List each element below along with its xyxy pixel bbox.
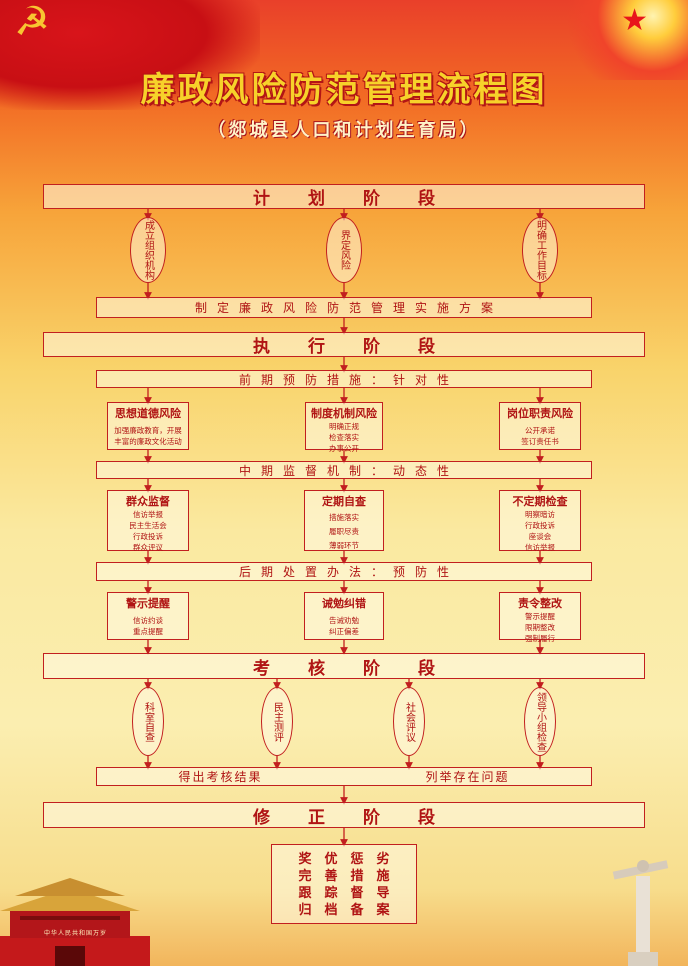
huabiao-pillar-image [608, 856, 678, 966]
card-line: 行政投诉 [500, 520, 580, 531]
card-line: 群众评议 [108, 542, 188, 553]
assess-oval-3-label: 社会评议 [404, 702, 415, 742]
card-title: 岗位职责风险 [500, 405, 580, 421]
stage-revise: 修正阶段 [43, 802, 645, 828]
pre-card-3: 岗位职责风险 公开承诺 签订责任书 [499, 402, 581, 450]
stage-assess: 考核阶段 [43, 653, 645, 679]
card-line: 行政投诉 [108, 531, 188, 542]
assess-result-right: 列举存在问题 [425, 768, 509, 785]
final-actions-box: 奖优惩劣 完善措施 跟踪督导 归档备案 [271, 844, 417, 924]
card-title: 警示提醒 [108, 595, 188, 611]
card-title: 不定期检查 [500, 493, 580, 509]
mid-bar: 中期监督机制：动态性 [96, 461, 592, 479]
assess-oval-2: 民主测评 [261, 687, 293, 756]
card-line: 丰富的廉政文化活动 [108, 436, 188, 447]
card-title: 制度机制风险 [306, 405, 382, 421]
assess-oval-3: 社会评议 [393, 687, 425, 756]
plan-oval-3-label: 明确工作目标 [535, 220, 546, 280]
pre-bar: 前期预防措施：针对性 [96, 370, 592, 388]
assess-result-left: 得出考核结果 [178, 768, 262, 785]
mid-card-3: 不定期检查 明察暗访 行政投诉 座谈会 信访举报 [499, 490, 581, 551]
card-line: 信访举报 [108, 509, 188, 520]
card-line: 办事公开 [306, 443, 382, 454]
final-line-2: 完善措施 [285, 868, 416, 885]
plan-oval-2: 界定风险 [326, 217, 362, 283]
final-line-4: 归档备案 [285, 902, 416, 919]
post-card-2: 诫勉纠错 告诫劝勉 纠正偏差 [304, 592, 384, 640]
mid-card-1: 群众监督 信访举报 民主生活会 行政投诉 群众评议 [107, 490, 189, 551]
post-card-1: 警示提醒 信访约谈 重点提醒 [107, 592, 189, 640]
card-line: 座谈会 [500, 531, 580, 542]
card-line: 信访举报 [500, 542, 580, 553]
final-line-1: 奖优惩劣 [285, 851, 416, 868]
final-line-3: 跟踪督导 [285, 885, 416, 902]
card-line: 强制履行 [500, 633, 580, 644]
assess-oval-2-label: 民主测评 [272, 702, 283, 742]
assess-oval-1: 科室自查 [132, 687, 164, 756]
tiananmen-gate-image [0, 866, 150, 966]
gate-caption: 中华人民共和国万岁 [44, 928, 107, 937]
stage-execute: 执行阶段 [43, 332, 645, 357]
plan-result-bar: 制定廉政风险防范管理实施方案 [96, 297, 592, 318]
plan-oval-2-label: 界定风险 [339, 230, 350, 270]
post-card-3: 责令整改 警示提醒 限期整改 强制履行 [499, 592, 581, 640]
card-line: 检查落实 [306, 432, 382, 443]
mid-card-2: 定期自查 措施落实 履职尽责 薄弱环节 [304, 490, 384, 551]
stage-plan: 计划阶段 [43, 184, 645, 209]
card-title: 诫勉纠错 [305, 595, 383, 611]
card-line: 加强廉政教育，开展 [108, 425, 188, 436]
card-line: 公开承诺 [500, 425, 580, 436]
card-line: 纠正偏差 [305, 626, 383, 637]
card-line: 签订责任书 [500, 436, 580, 447]
assess-oval-4: 领导小组检查 [524, 687, 556, 756]
card-title: 群众监督 [108, 493, 188, 509]
card-line: 警示提醒 [500, 611, 580, 622]
pre-card-2: 制度机制风险 明确正规 检查落实 办事公开 [305, 402, 383, 450]
card-title: 责令整改 [500, 595, 580, 611]
card-title: 定期自查 [305, 493, 383, 509]
card-line: 民主生活会 [108, 520, 188, 531]
plan-oval-1-label: 成立组织机构 [143, 220, 154, 280]
card-line: 薄弱环节 [305, 540, 383, 551]
card-line: 重点提醒 [108, 626, 188, 637]
card-line: 限期整改 [500, 622, 580, 633]
card-line: 措施落实 [305, 512, 383, 523]
assess-oval-4-label: 领导小组检查 [535, 692, 546, 752]
card-line: 告诫劝勉 [305, 615, 383, 626]
card-line: 明察暗访 [500, 509, 580, 520]
card-line: 履职尽责 [305, 526, 383, 537]
card-line: 信访约谈 [108, 615, 188, 626]
plan-oval-1: 成立组织机构 [130, 217, 166, 283]
plan-oval-3: 明确工作目标 [522, 217, 558, 283]
assess-result-bar: 得出考核结果 列举存在问题 [96, 767, 592, 786]
post-bar: 后期处置办法：预防性 [96, 562, 592, 581]
card-line: 明确正规 [306, 421, 382, 432]
card-title: 思想道德风险 [108, 405, 188, 421]
pre-card-1: 思想道德风险 加强廉政教育，开展 丰富的廉政文化活动 [107, 402, 189, 450]
assess-oval-1-label: 科室自查 [143, 702, 154, 742]
